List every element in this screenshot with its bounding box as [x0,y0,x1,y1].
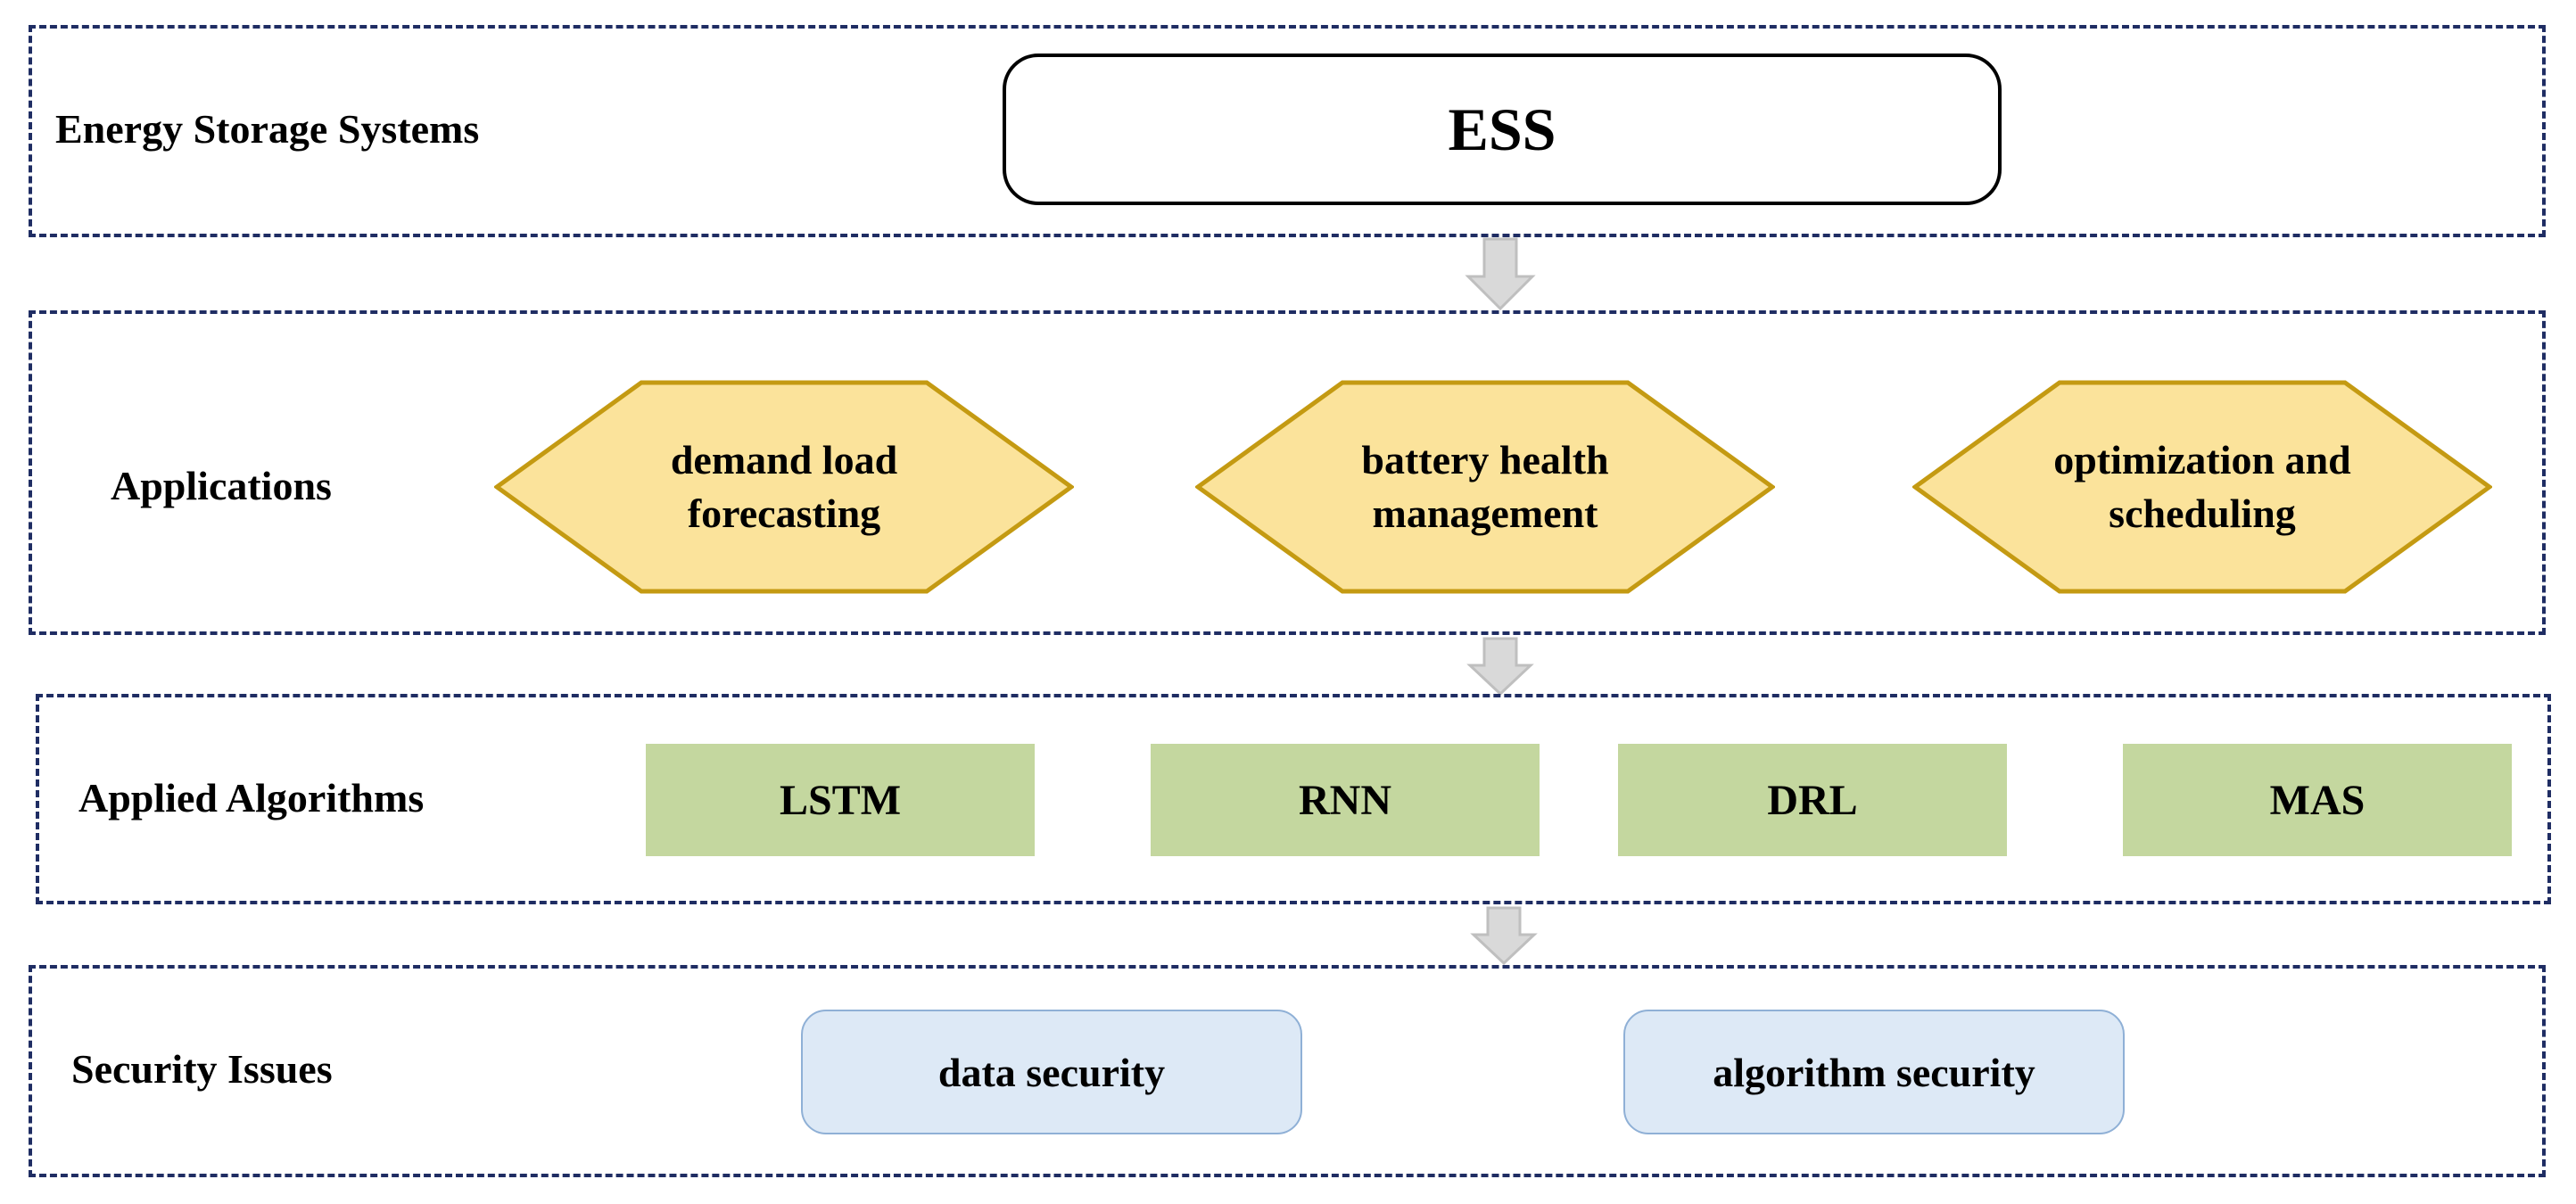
application-label-line1: optimization and [2053,437,2351,483]
application-hexagon: optimization and scheduling [1912,380,2492,594]
application-label-line2: management [1372,491,1598,536]
ess-layer [29,25,2546,237]
security-item: data security [801,1010,1302,1134]
algorithm-box: DRL [1618,744,2007,856]
algorithm-box: RNN [1151,744,1540,856]
algorithm-box: LSTM [646,744,1035,856]
security-layer-label: Security Issues [71,1046,333,1092]
down-arrow-icon [1470,906,1538,965]
algorithms-layer-label: Applied Algorithms [78,775,425,821]
application-label-line2: forecasting [687,491,881,536]
ess-layer-label: Energy Storage Systems [55,106,480,152]
security-item: algorithm security [1623,1010,2125,1134]
down-arrow-icon [1465,237,1536,310]
algorithms-layer [36,694,2551,904]
application-label-line1: battery health [1361,437,1609,483]
application-hexagon: demand load forecasting [494,380,1074,594]
application-label-line2: scheduling [2109,491,2296,536]
application-hexagon: battery health management [1195,380,1775,594]
applications-layer [29,310,2546,635]
application-label-line1: demand load [670,437,898,483]
applications-layer-label: Applications [111,463,332,508]
security-layer [29,965,2546,1177]
algorithm-box: MAS [2123,744,2512,856]
down-arrow-icon [1466,637,1534,696]
ess-node: ESS [1003,54,2002,205]
